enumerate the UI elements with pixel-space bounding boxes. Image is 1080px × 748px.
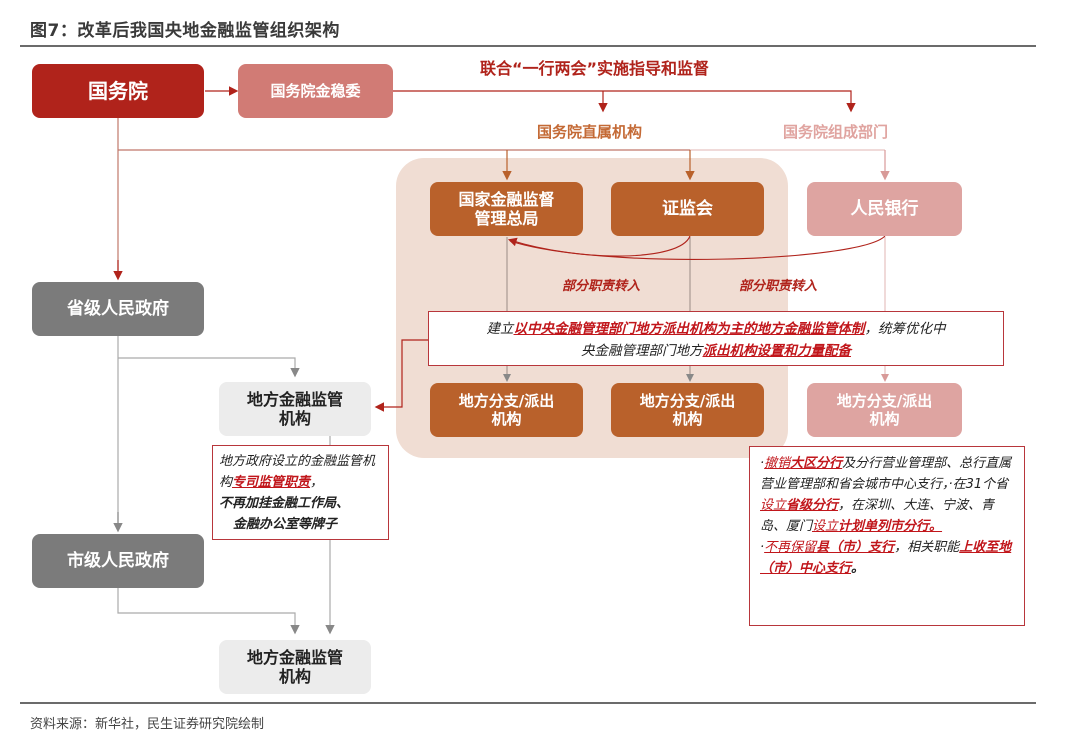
- node-label-line2: 机构: [278, 409, 311, 428]
- node-city-gov[interactable]: 市级人民政府: [32, 534, 204, 588]
- node-csrc[interactable]: 证监会: [611, 182, 764, 236]
- node-label: 证监会: [662, 198, 713, 219]
- note-highlight: 省级分行: [786, 498, 839, 513]
- arrow-pboc-transfer: [509, 235, 886, 260]
- node-fsdc[interactable]: 国务院金稳委: [238, 64, 393, 118]
- note-text: 央金融管理部门地方: [581, 343, 703, 359]
- direct-agencies-label: 国务院直属机构: [537, 123, 643, 141]
- node-label-line2: 机构: [278, 667, 311, 686]
- footer-divider: [20, 702, 1036, 704]
- node-label: 省级人民政府: [67, 298, 169, 319]
- node-pboc-branch[interactable]: 地方分支/派出 机构: [807, 383, 962, 437]
- node-label: 市级人民政府: [67, 550, 169, 571]
- node-nfra[interactable]: 国家金融监督 管理总局: [430, 182, 583, 236]
- node-label-line1: 地方分支/派出: [458, 392, 555, 410]
- node-label-line2: 机构: [491, 410, 522, 428]
- arrow-note-to-local-reg: [374, 339, 430, 412]
- note-highlight: 上收至地（市）中心支行: [760, 540, 1012, 576]
- pboc-reform-note: ·撤销大区分行及分行营业管理部、总行直属营业管理部和省会城市中心支行，·在31个…: [749, 446, 1025, 626]
- note-text: ·: [760, 540, 765, 555]
- node-label-line1: 地方分支/派出: [639, 392, 736, 410]
- arrow-fsdc-to-depts: [393, 90, 856, 113]
- joint-guidance-label: 联合“一行两会”实施指导和监督: [480, 59, 710, 78]
- node-label-line2: 机构: [672, 410, 703, 428]
- note-highlight: 以中央金融管理部门地方派出机构为主的地方金融监管体制: [513, 321, 865, 337]
- transfer-label-csrc: 部分职责转入: [562, 279, 641, 294]
- arrow-prov-to-local-reg: [118, 357, 300, 378]
- component-depts-label: 国务院组成部门: [783, 123, 889, 141]
- note-highlight: 不再保留: [764, 540, 817, 555]
- node-label: 国务院金稳委: [270, 82, 361, 100]
- note-highlight: 专司监管职责: [232, 475, 311, 490]
- title-divider: [20, 45, 1036, 47]
- node-state-council[interactable]: 国务院: [32, 64, 204, 118]
- transfer-label-pboc: 部分职责转入: [739, 279, 818, 294]
- note-text: ，在深圳、大连、宁波、青岛、厦门: [760, 498, 995, 534]
- node-label-line1: 地方金融监管: [246, 389, 343, 409]
- node-nfra-branch[interactable]: 地方分支/派出 机构: [430, 383, 583, 437]
- node-local-regulator-city[interactable]: 地方金融监管 机构: [219, 640, 371, 694]
- node-label-line2: 管理总局: [474, 209, 539, 228]
- node-local-regulator-provincial[interactable]: 地方金融监管 机构: [219, 382, 371, 436]
- node-csrc-branch[interactable]: 地方分支/派出 机构: [611, 383, 764, 437]
- local-regulator-note: 地方政府设立的金融监管机构专司监管职责， 不再加挂金融工作局、 金融办公室等牌子: [212, 445, 389, 540]
- figure-title: 图7：改革后我国央地金融监管组织架构: [30, 21, 340, 41]
- note-text: ，统筹优化中: [864, 321, 946, 337]
- note-text: ，: [310, 475, 324, 490]
- note-bold: 金融办公室等牌子: [233, 517, 338, 532]
- note-text: ，相关职能: [894, 540, 960, 555]
- note-highlight: 设立: [760, 498, 787, 513]
- node-label-line1: 国家金融监督: [458, 189, 555, 209]
- source-note: 资料来源：新华社，民生证券研究院绘制: [30, 717, 265, 732]
- note-text: 建立: [486, 321, 514, 337]
- node-pboc[interactable]: 人民银行: [807, 182, 962, 236]
- note-text: 及分行营业管理部、总行直属营业管理部和省会城市中心支行，·在31个省: [760, 456, 1012, 492]
- center-policy-note: 建立以中央金融管理部门地方派出机构为主的地方金融监管体制，统筹优化中 央金融管理…: [428, 311, 1004, 366]
- node-label: 人民银行: [850, 198, 919, 219]
- node-label-line1: 地方分支/派出: [836, 392, 933, 410]
- note-highlight: 设立: [812, 519, 839, 534]
- node-label-line1: 地方金融监管: [246, 647, 343, 667]
- node-label: 国务院: [88, 79, 148, 103]
- note-highlight: 撤销: [764, 456, 791, 471]
- note-bold: 不再加挂金融工作局、: [219, 496, 350, 511]
- note-text: 。: [851, 561, 865, 576]
- node-provincial-gov[interactable]: 省级人民政府: [32, 282, 204, 336]
- note-text: 地方政府设立的金融监管机构: [219, 454, 376, 490]
- note-highlight: 大区分行: [790, 456, 843, 471]
- note-highlight: 县（市）支行: [816, 540, 895, 555]
- node-label-line2: 机构: [869, 410, 900, 428]
- note-text: ·: [760, 456, 765, 471]
- note-highlight: 计划单列市分行。: [838, 519, 943, 534]
- arrow-city-to-local-reg: [117, 588, 300, 635]
- note-highlight: 派出机构设置和力量配备: [702, 343, 852, 359]
- arrow-csrc-transfer: [507, 235, 691, 257]
